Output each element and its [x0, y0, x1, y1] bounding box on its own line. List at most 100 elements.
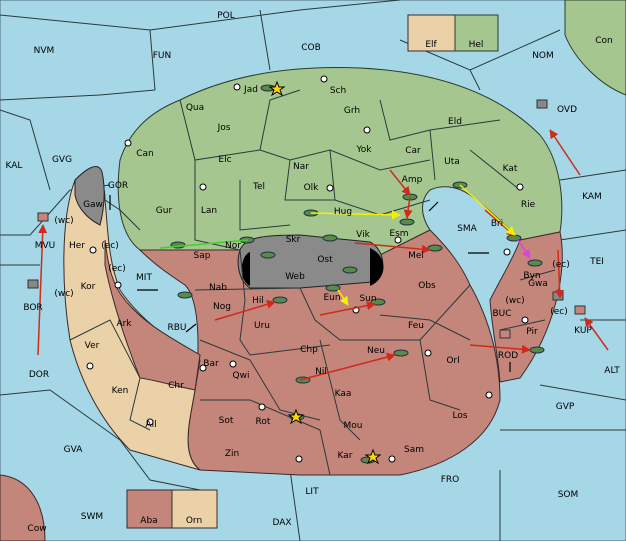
legend-hel: [454, 14, 499, 52]
label-hil: Hil: [252, 296, 264, 306]
label-som: SOM: [558, 490, 579, 500]
label-bri: Bri: [491, 219, 503, 229]
label-ec1: (ec): [101, 241, 119, 251]
label-kat: Kat: [503, 164, 518, 174]
label-ec3: (ec): [552, 260, 570, 270]
label-gur: Gur: [156, 206, 173, 216]
label-mou: Mou: [344, 421, 363, 431]
region-gaw[interactable]: [74, 166, 105, 226]
region-ost-east-edge: [370, 248, 384, 286]
label-mvu: MVU: [35, 241, 56, 251]
region-south-red[interactable]: [138, 229, 501, 476]
label-pir: Pir: [526, 327, 538, 337]
legend-label-aba: Aba: [140, 516, 157, 526]
label-mit: MIT: [136, 273, 152, 283]
label-gvp: GVP: [556, 402, 575, 412]
label-tel: Tel: [252, 182, 265, 192]
label-ec4: (ec): [550, 307, 568, 317]
region-web-skr[interactable]: [237, 234, 384, 289]
supply-centers: [86, 75, 529, 463]
label-ark: Ark: [116, 319, 132, 329]
label-kup: KUP: [574, 326, 592, 336]
label-dor: DOR: [29, 370, 49, 380]
label-kam: KAM: [582, 192, 602, 202]
label-wc2: (wc): [54, 289, 73, 299]
label-kar: Kar: [338, 451, 353, 461]
label-lan: Lan: [201, 206, 217, 216]
label-rod: ROD: [498, 351, 518, 361]
label-qua: Qua: [186, 103, 204, 113]
label-can: Can: [136, 149, 154, 159]
label-gaw: Gaw: [83, 200, 103, 210]
label-ost: Ost: [317, 255, 333, 265]
label-cow: Cow: [27, 524, 46, 534]
label-rie: Rie: [521, 200, 536, 210]
label-fun: FUN: [153, 51, 172, 61]
label-lit: LIT: [305, 487, 319, 497]
label-bar: Bar: [203, 359, 219, 369]
orders: [37, 129, 609, 381]
region-kor-ark[interactable]: [104, 239, 201, 391]
label-nvm: NVM: [34, 46, 55, 56]
label-wc1: (wc): [54, 216, 73, 226]
label-orl: Orl: [446, 356, 459, 366]
label-sap: Sap: [194, 251, 211, 261]
label-dax: DAX: [272, 518, 291, 528]
label-gvg: GVG: [52, 155, 72, 165]
crossing-arrows: [109, 195, 511, 372]
legend-label-hel: Hel: [469, 40, 484, 50]
label-ec2: (ec): [108, 264, 126, 274]
label-rbu: RBU: [167, 323, 186, 333]
label-amp: Amp: [402, 175, 423, 185]
label-swm: SWM: [81, 512, 103, 522]
label-eun: Eun: [323, 293, 340, 303]
label-elc: Elc: [218, 155, 231, 165]
label-chr: Chr: [168, 381, 184, 391]
label-ken: Ken: [112, 386, 129, 396]
label-nom: NOM: [532, 51, 554, 61]
label-nor: Nor: [225, 241, 241, 251]
label-nil: Nil: [315, 367, 327, 377]
label-feu: Feu: [408, 321, 424, 331]
label-ovd: OVD: [557, 105, 577, 115]
legend-label-elf: Elf: [425, 40, 437, 50]
label-hug: Hug: [334, 207, 352, 217]
label-nab: Nab: [209, 283, 227, 293]
label-kaa: Kaa: [335, 389, 352, 399]
label-zin: Zin: [225, 449, 239, 459]
label-alt: ALT: [604, 366, 620, 376]
label-tei: TEI: [589, 257, 604, 267]
label-chp: Chp: [300, 345, 318, 355]
label-bor: BOR: [23, 303, 42, 313]
label-sch: Sch: [330, 86, 346, 96]
label-esm: Esm: [389, 229, 408, 239]
label-sma: SMA: [457, 224, 477, 234]
label-pol: POL: [217, 11, 235, 21]
label-neu: Neu: [367, 346, 385, 356]
label-sam: Sam: [404, 445, 424, 455]
label-nog: Nog: [213, 302, 231, 312]
label-obs: Obs: [418, 281, 436, 291]
label-web: Web: [285, 272, 305, 282]
label-gva: GVA: [64, 445, 84, 455]
label-uru: Uru: [254, 321, 270, 331]
label-nar: Nar: [293, 162, 309, 172]
label-qwi: Qwi: [233, 371, 250, 381]
label-skr: Skr: [286, 235, 301, 245]
label-byn: Byn: [523, 271, 540, 281]
label-jos: Jos: [217, 123, 231, 133]
label-rot: Rot: [256, 417, 271, 427]
region-web-west-edge: [241, 252, 250, 286]
label-mel: Mel: [408, 251, 424, 261]
label-gor: GOR: [108, 181, 128, 191]
legend-label-orn: Orn: [186, 516, 202, 526]
label-ver: Ver: [85, 341, 100, 351]
label-wc3: (wc): [505, 296, 524, 306]
label-olk: Olk: [304, 183, 320, 193]
label-sun: Sun: [359, 294, 376, 304]
land-boundaries: [69, 89, 556, 476]
label-ail: Ail: [145, 420, 156, 430]
label-fro: FRO: [441, 475, 460, 485]
